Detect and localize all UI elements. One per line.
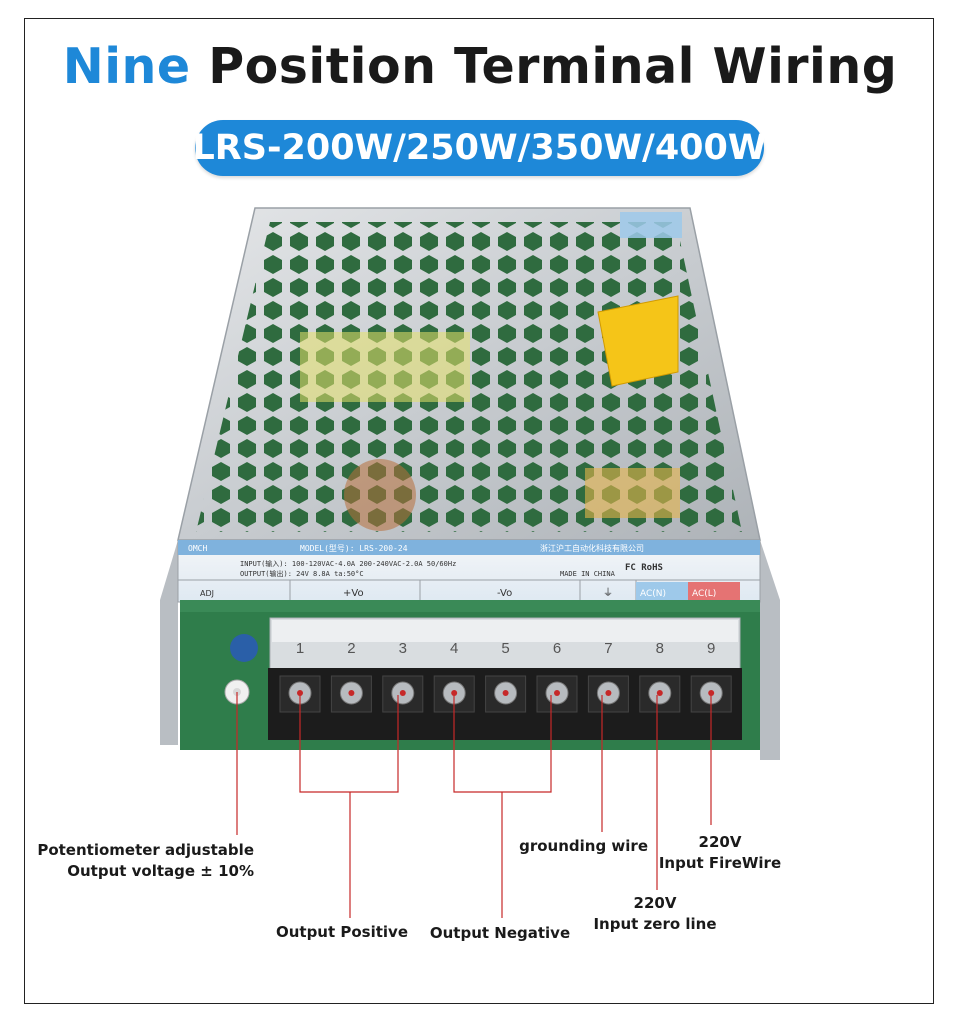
annotation-zero-line: 220V Input zero line	[580, 893, 730, 935]
terminal-marker	[554, 690, 560, 696]
terminal-number: 1	[296, 640, 304, 657]
terminal-number: 6	[553, 640, 561, 657]
annotation-potentiometer-line1: Potentiometer adjustable	[37, 841, 254, 859]
terminal-marker	[399, 690, 406, 696]
terminal-number: 5	[501, 640, 509, 657]
terminal-marker	[348, 690, 355, 696]
device-output-spec: OUTPUT(输出): 24V 8.8A ta:50°C	[240, 569, 364, 578]
case-side-left	[160, 540, 178, 745]
device-made-in: MADE IN CHINA	[560, 570, 616, 578]
device-cert: FC RoHS	[625, 563, 663, 573]
leader-lines	[236, 692, 712, 918]
model-range-badge: LRS-200W/250W/350W/400W	[193, 120, 767, 176]
annotation-fire-wire: 220V Input FireWire	[650, 832, 790, 874]
case-top	[177, 207, 761, 541]
terminal-number: 7	[604, 640, 612, 657]
page-title: Nine Position Terminal Wiring	[0, 38, 960, 95]
annotation-output-positive: Output Positive	[275, 923, 409, 941]
terminal-marker	[656, 690, 663, 696]
terminal-marker	[708, 690, 715, 696]
terminal-number: 4	[450, 640, 458, 657]
title-accent: Nine	[62, 38, 191, 95]
annotation-fire-label: Input FireWire	[658, 854, 782, 872]
title-rest: Position Terminal Wiring	[208, 38, 898, 95]
terminal-marker	[451, 690, 458, 696]
device-model: MODEL(型号): LRS-200-24	[300, 544, 408, 553]
annotation-output-negative: Output Negative	[429, 924, 571, 942]
device-term-vminus: -Vo	[497, 588, 512, 599]
device-term-vplus: +Vo	[343, 588, 364, 599]
terminal-screws	[279, 675, 732, 713]
terminal-marker	[502, 690, 509, 696]
annotation-grounding: grounding wire	[519, 837, 648, 855]
device-term-acn: AC(N)	[640, 589, 666, 599]
device-input-spec: INPUT(输入): 100-120VAC-4.0A 200-240VAC-2.…	[240, 559, 456, 568]
device-adj: ADJ	[200, 589, 214, 598]
terminal-number: 3	[399, 640, 407, 657]
terminal-numbers: 1 2 3 4 5 6 7 8 9	[296, 640, 716, 657]
annotation-potentiometer: Potentiometer adjustable Output voltage …	[30, 840, 254, 882]
case-side-right	[760, 540, 780, 760]
device-term-ground: ⏚	[603, 587, 613, 599]
annotation-potentiometer-line2: Output voltage ± 10%	[67, 862, 254, 880]
device-maker: 浙江沪工自动化科技有限公司	[540, 543, 644, 553]
device-term-acl: AC(L)	[692, 589, 716, 599]
annotation-fire-voltage: 220V	[698, 833, 742, 851]
terminal-marker	[297, 690, 303, 696]
terminal-marker	[605, 690, 612, 696]
terminal-number: 9	[707, 640, 715, 657]
device-brand: OMCH	[188, 544, 207, 553]
capacitor	[230, 634, 258, 662]
terminal-number: 8	[656, 640, 664, 657]
annotation-zero-voltage: 220V	[633, 894, 677, 912]
spec-label	[177, 539, 761, 603]
terminal-number: 2	[347, 640, 355, 657]
annotation-zero-label: Input zero line	[593, 915, 717, 933]
